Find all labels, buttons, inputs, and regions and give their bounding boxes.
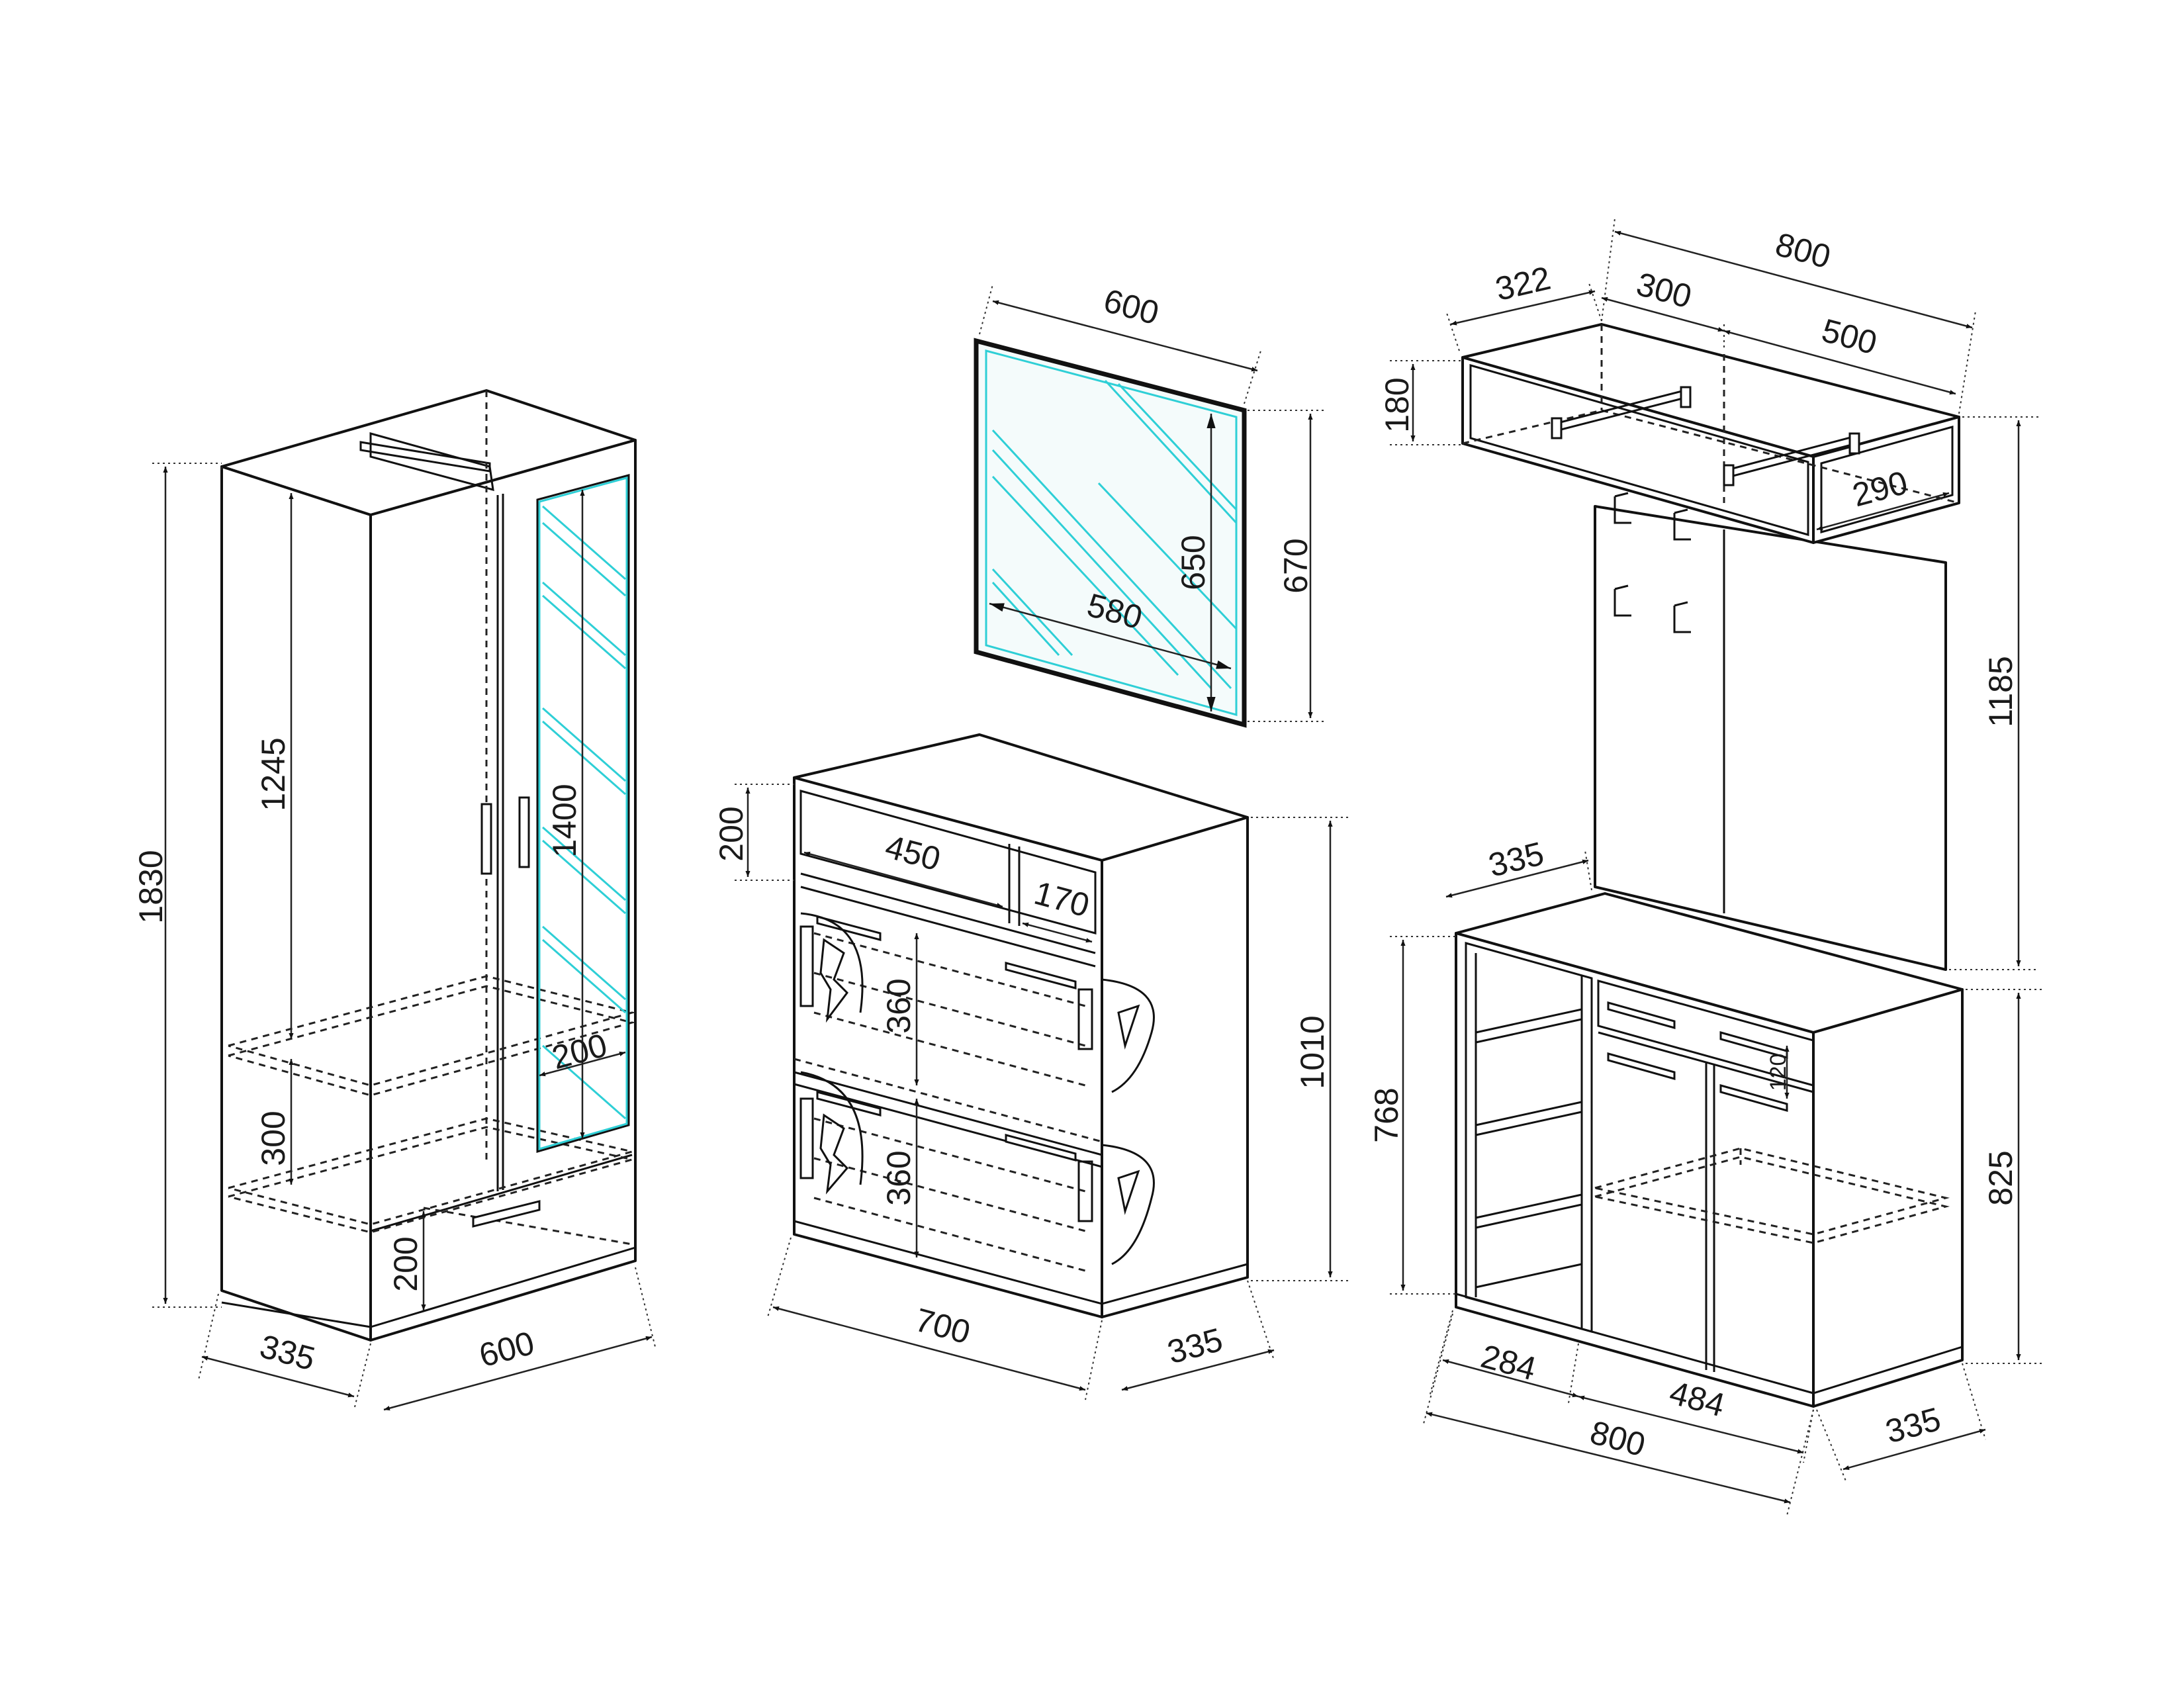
dim-shoe-top-shelf: 200 (713, 806, 750, 861)
dim-sideboard-open-height: 768 (1368, 1087, 1405, 1142)
mirror: 600 670 650 580 (974, 282, 1324, 728)
dim-wardrobe-depth: 335 (256, 1328, 319, 1378)
dim-wardrobe-shelf-gap: 300 (255, 1111, 292, 1165)
dim-wardrobe-drawer: 200 (387, 1236, 424, 1291)
dim-mirror-glass-height: 650 (1175, 535, 1212, 590)
dim-wardrobe-width: 600 (475, 1324, 538, 1375)
dim-shoe-width: 700 (911, 1301, 974, 1351)
shoe-cabinet: 200 450 170 360 360 1010 700 335 (713, 733, 1350, 1400)
dim-shoe-flap-lower: 360 (880, 1150, 917, 1205)
dim-mirror-height: 670 (1277, 538, 1314, 593)
dim-stand-left-section: 300 (1633, 265, 1696, 316)
dim-sideboard-drawer: 120 (1766, 1054, 1791, 1091)
dim-mirror-width: 600 (1100, 282, 1163, 332)
dim-wardrobe-upper: 1245 (255, 737, 292, 811)
dim-wardrobe-height: 1830 (132, 850, 169, 923)
dim-stand-width: 800 (1772, 226, 1835, 276)
dim-sideboard-open-section: 284 (1477, 1338, 1540, 1388)
dim-shoe-depth: 335 (1163, 1321, 1226, 1371)
dim-stand-shelf-depth: 322 (1492, 259, 1554, 308)
dim-sideboard-width: 800 (1586, 1414, 1649, 1464)
dim-stand-right-section: 500 (1818, 312, 1881, 362)
dim-wardrobe-mirror-height: 1400 (546, 784, 583, 857)
hall-stand: 322 800 300 500 180 290 1185 335 (1379, 218, 2038, 971)
dim-stand-panel-height: 1185 (1982, 656, 2019, 727)
dim-shoe-flap-upper: 360 (880, 978, 917, 1033)
sideboard: 768 825 120 284 484 800 335 (1368, 892, 2042, 1516)
dim-shoe-height: 1010 (1294, 1015, 1331, 1089)
dim-stand-panel-depth: 335 (1485, 835, 1548, 884)
dim-sideboard-height: 825 (1982, 1150, 2019, 1205)
dim-stand-shelf-height: 180 (1379, 377, 1416, 432)
wardrobe: 1830 1245 300 200 1400 200 335 600 (132, 389, 656, 1411)
